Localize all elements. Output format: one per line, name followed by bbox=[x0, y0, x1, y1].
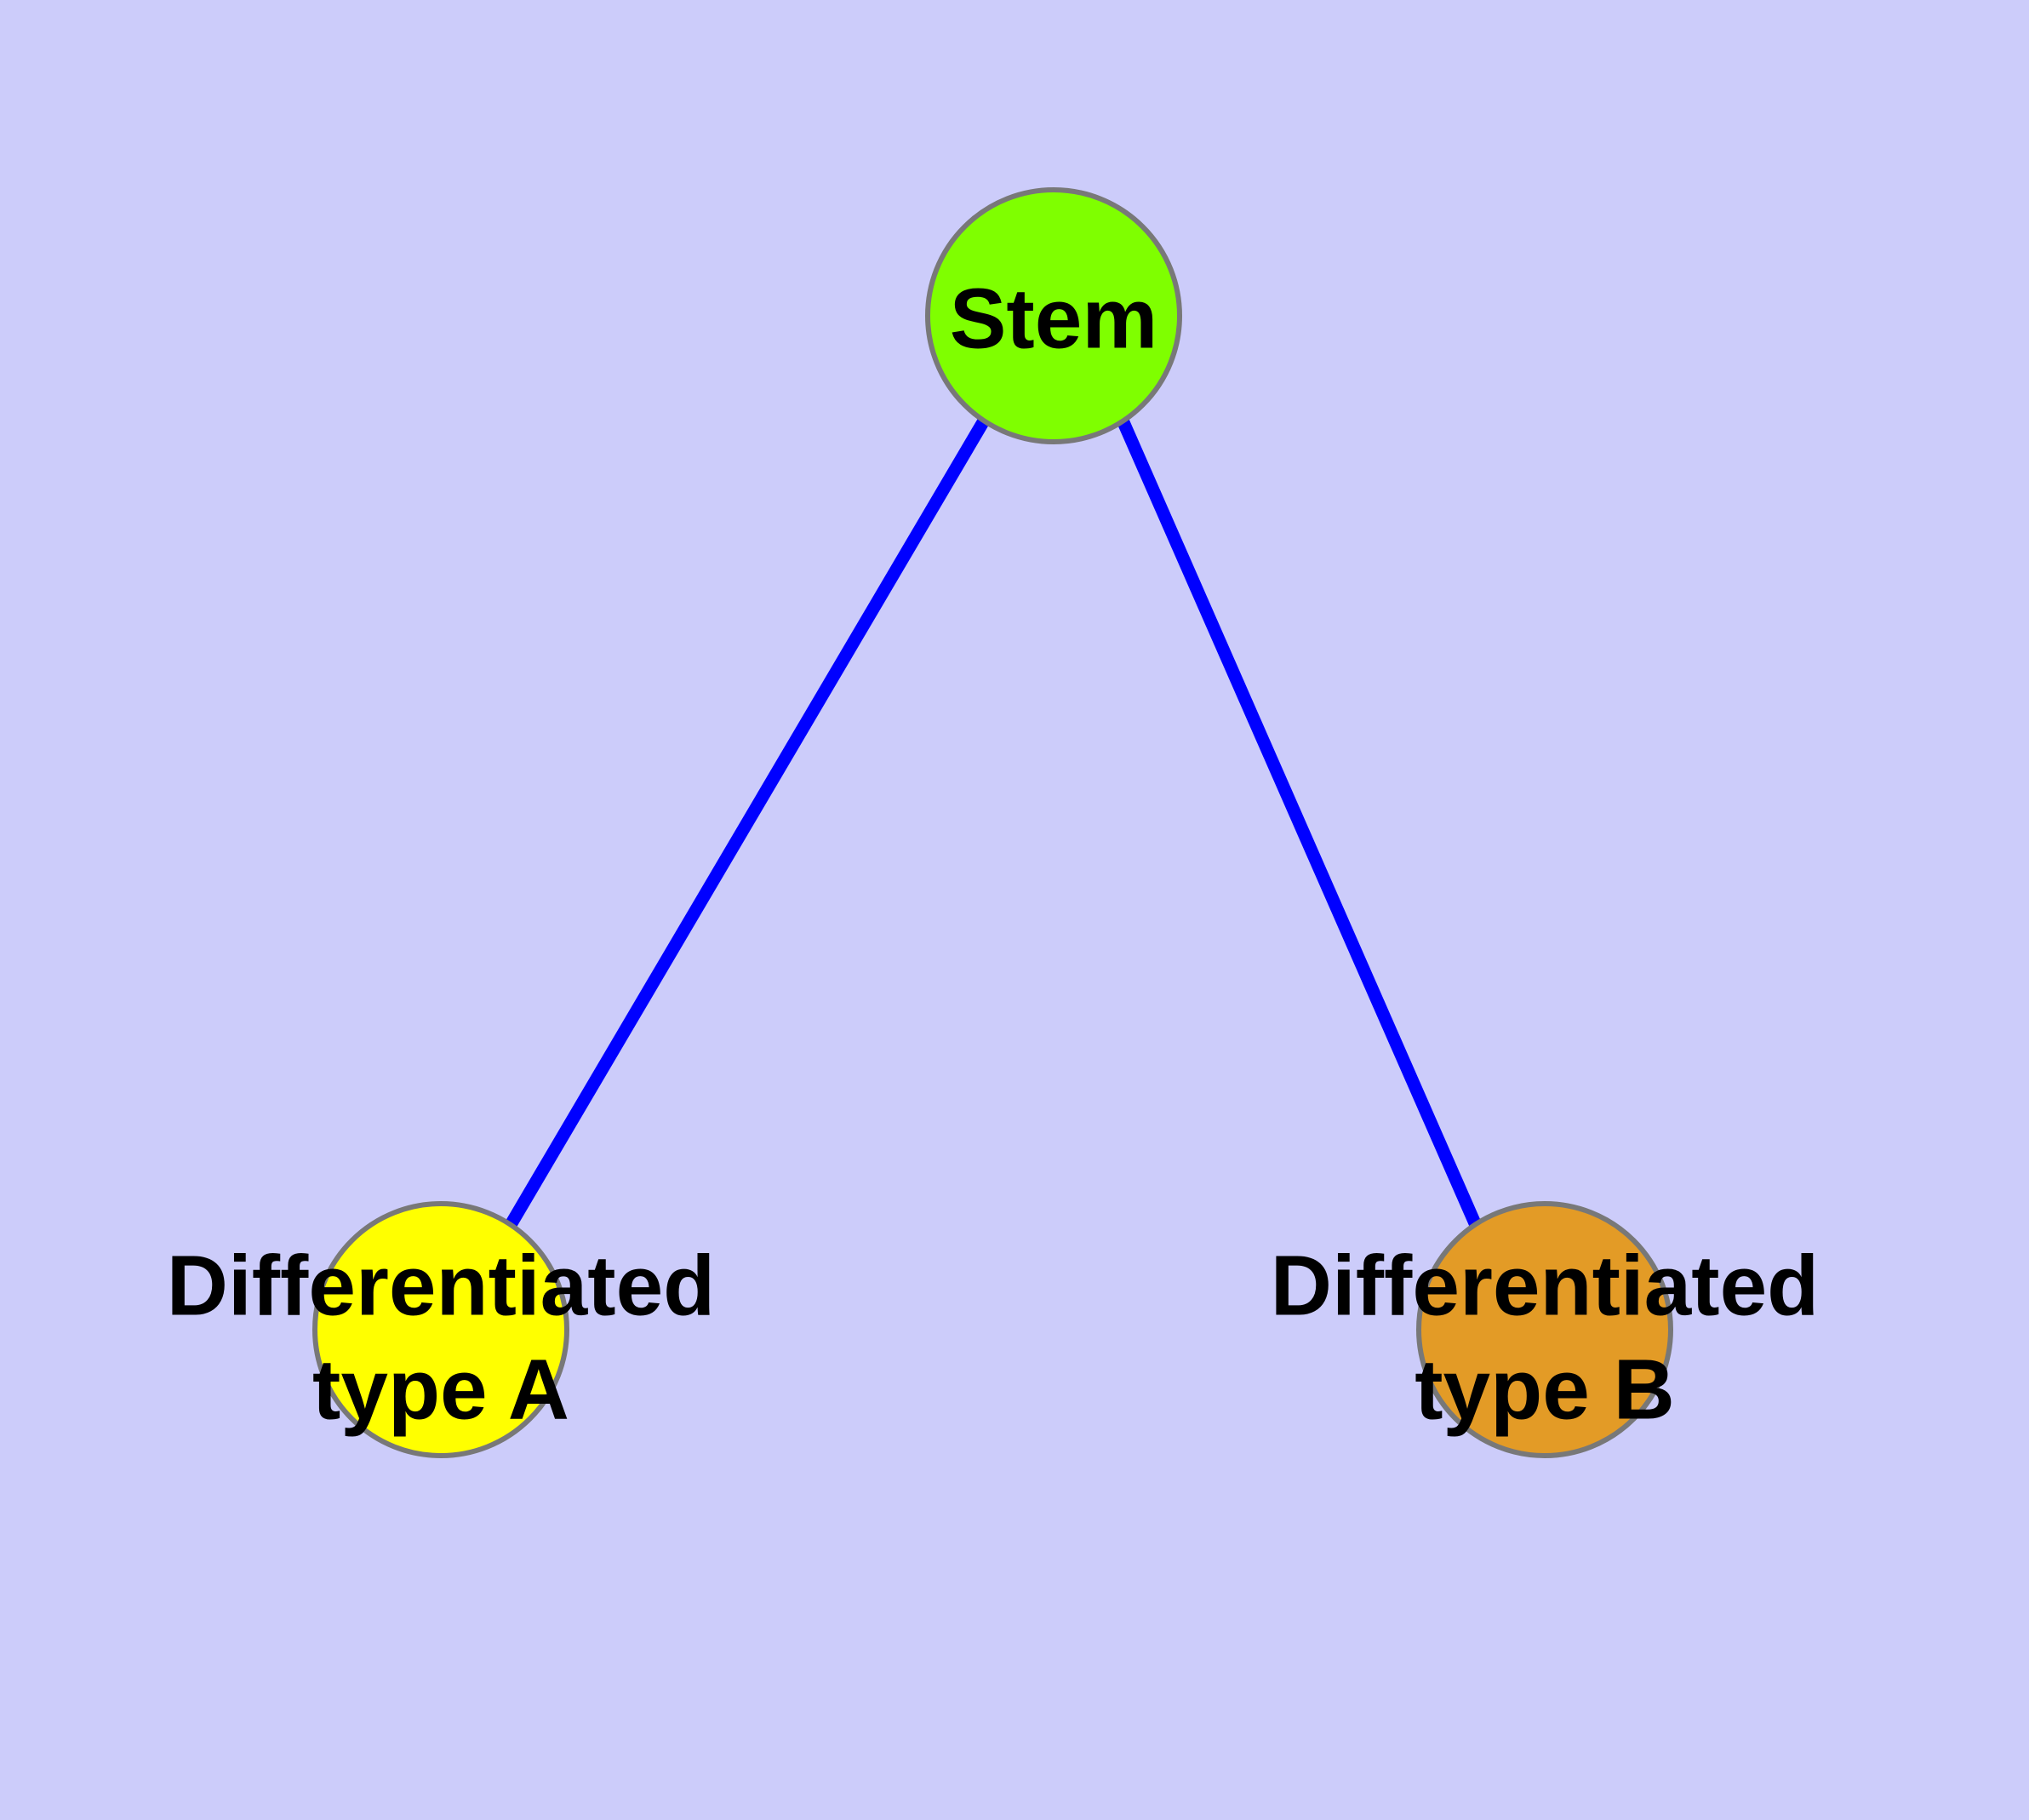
node-stem[interactable]: Stem bbox=[925, 187, 1182, 444]
node-diff-a[interactable]: Differentiated type A bbox=[167, 1201, 716, 1458]
node-diff-b[interactable]: Differentiated type B bbox=[1271, 1201, 1820, 1458]
node-layer: Stem Differentiated type A Differentiate… bbox=[167, 187, 1820, 1458]
node-diff-b-circle[interactable] bbox=[1416, 1201, 1673, 1458]
edge-stem-to-diff-a bbox=[506, 419, 989, 1227]
node-diff-b-label-line2: type B bbox=[1415, 1342, 1675, 1437]
node-stem-label: Stem bbox=[950, 271, 1158, 366]
edge-stem-to-diff-b bbox=[1117, 419, 1481, 1227]
node-diff-b-label-line1: Differentiated bbox=[1271, 1238, 1820, 1333]
node-diff-a-label-line2: type A bbox=[312, 1342, 569, 1437]
node-diff-a-circle[interactable] bbox=[312, 1201, 569, 1458]
edge-layer bbox=[506, 419, 1481, 1227]
node-stem-circle[interactable] bbox=[925, 187, 1182, 444]
node-diff-a-label-line1: Differentiated bbox=[167, 1238, 716, 1333]
